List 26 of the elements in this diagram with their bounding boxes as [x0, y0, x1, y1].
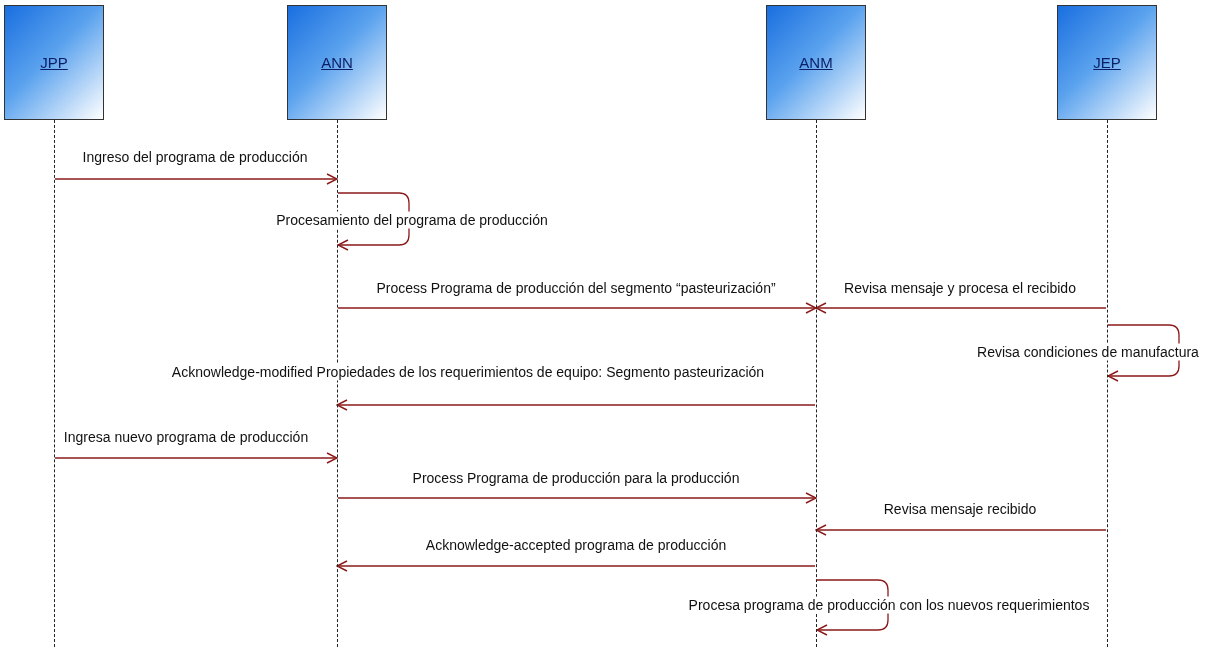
message-arrow	[336, 560, 816, 572]
participant-name: ANM	[799, 54, 833, 71]
self-message-arrow	[1107, 324, 1180, 382]
message-label: Procesa programa de producción con los nuevos requerimientos	[687, 596, 1091, 614]
message-arrow	[337, 492, 817, 504]
message-arrow	[54, 173, 338, 185]
message-arrow	[336, 399, 816, 411]
message-label: Process Programa de producción para la producción	[411, 469, 741, 487]
message-label: Ingreso del programa de producción	[81, 148, 309, 166]
message-arrow	[815, 302, 1107, 314]
self-message-arrow	[816, 579, 889, 636]
message-label: Ingresa nuevo programa de producción	[62, 428, 310, 446]
message-label: Revisa condiciones de manufactura	[976, 343, 1200, 361]
message-label: Procesamiento del programa de producción	[275, 211, 549, 229]
message-arrow	[815, 524, 1107, 536]
message-arrow	[337, 302, 817, 314]
message-label: Acknowledge-accepted programa de producción	[424, 536, 728, 554]
self-message-arrow	[337, 192, 410, 251]
message-arrow	[54, 452, 338, 464]
participant-name: JEP	[1093, 54, 1121, 71]
message-label: Revisa mensaje y procesa el recibido	[843, 279, 1077, 297]
message-label: Acknowledge-modified Propiedades de los requerimientos de equipo: Segmento pasteurización	[170, 363, 766, 381]
participant-name: ANN	[321, 54, 353, 71]
participant-name: JPP	[40, 54, 68, 71]
message-label: Process Programa de producción del segmento “pasteurización”	[375, 279, 777, 297]
message-label: Revisa mensaje recibido	[882, 500, 1038, 518]
